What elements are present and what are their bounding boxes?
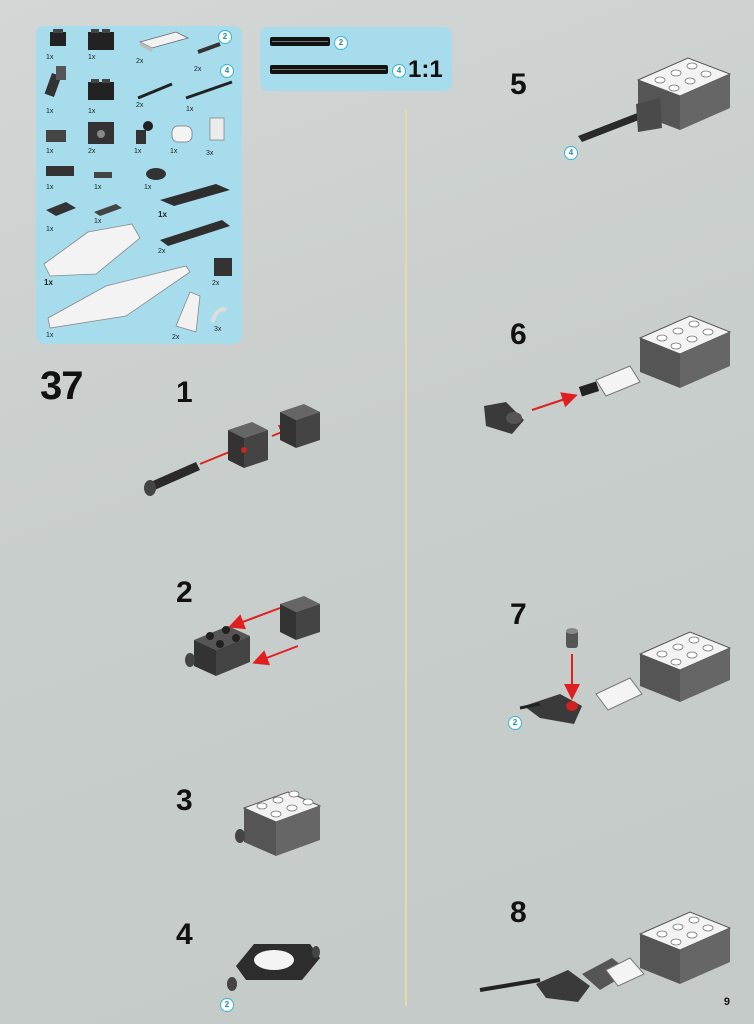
axle-ruler — [270, 37, 388, 74]
part-qty: 2x — [88, 148, 96, 155]
part-qty: 2x — [172, 334, 180, 341]
assembly-arrow — [252, 645, 299, 666]
step-number-3: 3 — [176, 784, 193, 817]
part-qty: 1x — [46, 226, 54, 233]
brick-stack — [185, 626, 250, 676]
column-divider — [405, 110, 407, 1006]
part-qty: 2x — [136, 102, 144, 109]
part-qty: 3x — [206, 150, 214, 157]
part-qty: 1x — [158, 210, 167, 219]
step-3-assembly — [235, 790, 322, 856]
step-7-length-badge: 2 — [508, 716, 522, 730]
step-6-assembly — [484, 315, 732, 434]
part-brick-1x1-black — [50, 29, 66, 46]
scale-label: 1:1 — [408, 56, 443, 83]
part-hinge-black — [44, 66, 66, 98]
axle-length-badge: 2 — [334, 36, 348, 50]
step-2-assembly — [185, 596, 320, 676]
part-qty: 1x — [46, 54, 54, 61]
page-number: 37 — [40, 364, 83, 408]
part-pin-short — [94, 172, 112, 178]
parts-illustrations — [43, 29, 233, 333]
step-number-1: 1 — [176, 376, 193, 409]
step-8-assembly — [479, 911, 732, 1002]
part-axle-long — [185, 80, 233, 100]
part-qty: 1x — [186, 106, 194, 113]
parts-list-panel: 1x 1x 2x 2x 1x 1x 2x 1x 1x 2x 1x 1x 3x 1… — [36, 26, 242, 344]
step-number-7: 7 — [510, 598, 527, 631]
part-tile-long — [160, 184, 230, 206]
part-qty: 1x — [46, 184, 54, 191]
part-wedge-white-long — [47, 265, 191, 329]
step-4-length-badge: 2 — [220, 998, 234, 1012]
part-brick-1x2-black-b — [88, 79, 114, 100]
step-number-5: 5 — [510, 68, 527, 101]
step-number-4: 4 — [176, 918, 193, 951]
part-qty: 1x — [144, 184, 152, 191]
part-pin-black — [197, 42, 221, 54]
part-qty: 1x — [88, 54, 96, 61]
length-badge: 2 — [218, 30, 232, 44]
part-qty: 2x — [194, 66, 202, 73]
part-plate-small — [46, 130, 66, 142]
part-plate-1x2-grille — [94, 204, 122, 216]
part-plate-1x2-black — [46, 166, 74, 176]
part-qty: 1x — [46, 332, 54, 339]
part-round-plate — [146, 168, 166, 180]
axle-long — [270, 65, 388, 74]
ruler-panel: 2 4 1:1 — [260, 27, 452, 91]
footer-page-number: 9 — [723, 996, 730, 1008]
part-qty: 2x — [158, 248, 166, 255]
axle-pin-part — [144, 462, 200, 496]
part-brick-1x2-black — [88, 29, 114, 50]
step-5-assembly — [578, 57, 732, 142]
part-qty: 1x — [134, 148, 142, 155]
step-5-length-badge: 4 — [564, 146, 578, 160]
step-number-8: 8 — [510, 896, 527, 929]
pin-part — [566, 628, 578, 648]
step-1-assembly — [144, 404, 320, 496]
part-brick-1x1-dark — [214, 258, 232, 276]
part-clip-white — [209, 117, 225, 141]
part-qty: 1x — [44, 278, 53, 287]
part-qty: 1x — [94, 184, 102, 191]
part-qty: 1x — [46, 148, 54, 155]
part-claw-white — [210, 307, 227, 323]
part-qty: 3x — [214, 326, 222, 333]
part-plate-1x6-black — [160, 220, 230, 246]
white-tube — [595, 365, 641, 397]
assembly-arrow — [531, 392, 578, 411]
part-qty: 2x — [136, 58, 144, 65]
part-qty: 1x — [94, 218, 102, 225]
part-lever — [136, 121, 153, 144]
step-number-6: 6 — [510, 318, 527, 351]
part-axle-pin — [137, 82, 173, 100]
step-number-2: 2 — [176, 576, 193, 609]
part-qty: 1x — [88, 108, 96, 115]
brick-1x2-black — [280, 404, 320, 448]
part-wedge-plate — [175, 291, 201, 333]
axle-length-badge: 4 — [392, 64, 406, 78]
axle-short — [270, 37, 330, 46]
part-plate-2x4-white — [138, 31, 190, 52]
part-plate-2x2 — [46, 202, 76, 216]
step-7-assembly — [519, 628, 732, 724]
part-wedge-white-large — [43, 223, 141, 277]
brick-1x2-loose — [280, 596, 320, 640]
part-qty: 1x — [46, 108, 54, 115]
part-technic-brick — [88, 122, 114, 144]
part-qty: 1x — [170, 148, 178, 155]
assembly-arrow — [228, 607, 281, 630]
step-4-assembly — [227, 944, 320, 991]
technic-brick-1x2 — [228, 422, 268, 468]
part-tube-white — [171, 125, 193, 143]
length-badge: 4 — [220, 64, 234, 78]
part-qty: 2x — [212, 280, 220, 287]
